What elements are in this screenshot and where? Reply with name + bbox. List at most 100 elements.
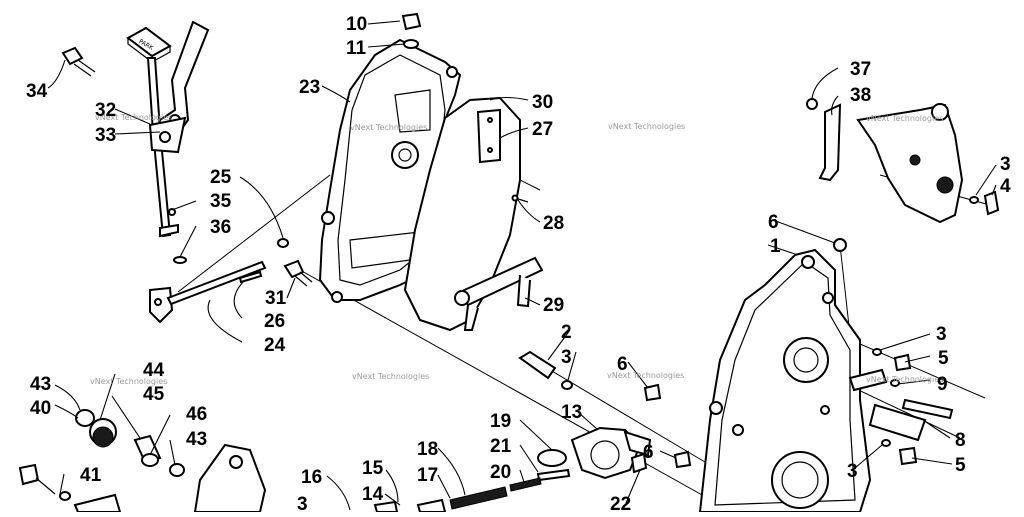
callout-43: 43: [30, 374, 51, 395]
case-hardware: [848, 348, 954, 466]
shaft-24: [166, 260, 267, 306]
callout-46: 46: [186, 404, 207, 425]
callout-6: 6: [617, 354, 628, 375]
callout-28: 28: [543, 213, 564, 234]
callout-24: 24: [264, 335, 286, 356]
callout-5: 5: [938, 348, 949, 369]
callout-38: 38: [850, 85, 871, 106]
pin-21: [536, 468, 571, 482]
callout-37: 37: [850, 59, 871, 80]
nut-6-top: [833, 238, 847, 252]
center-lower-hardware: [449, 350, 692, 510]
callout-11: 11: [346, 38, 367, 59]
lower-left-hardware: [18, 409, 447, 513]
callout-18: 18: [417, 439, 438, 460]
callout-36: 36: [210, 217, 231, 238]
callout-26: 26: [264, 311, 285, 332]
shaft-flange: [149, 286, 174, 324]
key-22: [630, 452, 648, 474]
callout-3: 3: [297, 494, 308, 512]
watermark-text: vNext Technologies: [608, 122, 685, 131]
callout-17: 17: [417, 465, 438, 486]
callout-20: 20: [490, 462, 511, 483]
screw-28: [511, 194, 519, 202]
watermark-text: vNext Technologies: [350, 123, 427, 132]
watermark-text: vNext Technologies: [866, 375, 943, 384]
callout-21: 21: [490, 436, 512, 457]
leader-lines: [47, 20, 997, 511]
spring-20: [509, 477, 542, 492]
callout-29: 29: [543, 295, 564, 316]
callout-6: 6: [643, 442, 654, 463]
case-body: [698, 248, 872, 513]
callout-30: 30: [532, 92, 553, 113]
callout-8: 8: [955, 430, 966, 451]
callout-labels: 1 2 3 3 3 3 3 4 5 5 6 6 6 8 9 10 11 13 1…: [26, 14, 1011, 515]
washer-25: [277, 238, 289, 248]
nut-6-low: [673, 450, 692, 469]
seal-19: [537, 449, 567, 467]
bolt-8: [901, 398, 954, 420]
callout-3: 3: [1000, 154, 1011, 175]
shaft-assembly: [149, 238, 313, 324]
plate-27: [476, 108, 501, 164]
callout-31: 31: [265, 288, 287, 309]
callout-3: 3: [936, 324, 947, 345]
nut-6-mid: [643, 383, 662, 402]
callout-5: 5: [955, 455, 966, 476]
gear-case-1: [698, 238, 872, 513]
callout-41: 41: [80, 465, 102, 486]
pin-26: [238, 270, 263, 284]
callout-13: 13: [561, 402, 582, 423]
pin-9: [848, 368, 888, 392]
washer-40: [75, 409, 95, 427]
arm-part: [193, 443, 267, 513]
spring-18: [449, 486, 508, 510]
callout-9: 9: [937, 374, 948, 395]
callout-16: 16: [301, 467, 322, 488]
brake-lever-assembly: PARK: [61, 20, 210, 264]
callout-6: 6: [768, 212, 779, 233]
callout-44: 44: [143, 360, 165, 381]
callout-23: 23: [299, 77, 320, 98]
callout-27: 27: [532, 119, 553, 140]
gasket-assembly: [403, 96, 529, 332]
callout-32: 32: [95, 100, 116, 121]
plug-10: [401, 12, 422, 31]
callout-3: 3: [847, 461, 858, 482]
bolt-34: [61, 46, 84, 66]
callout-25: 25: [210, 167, 232, 188]
watermark-text: vNext Technologies: [352, 372, 429, 381]
callout-35: 35: [210, 191, 232, 212]
watermark-text: vNext Technologies: [90, 377, 167, 386]
callout-45: 45: [143, 384, 165, 405]
o-ring-11: [403, 39, 419, 49]
callout-22: 22: [610, 494, 631, 512]
callout-3: 3: [561, 347, 572, 368]
callout-43: 43: [186, 429, 207, 450]
bracket-38: [818, 103, 842, 182]
washer-46: [169, 463, 185, 477]
callout-19: 19: [490, 411, 511, 432]
callout-1: 1: [770, 236, 781, 257]
callout-14: 14: [362, 484, 384, 505]
watermark-text: vNext Technologies: [95, 113, 172, 122]
tensioner-29: [454, 256, 544, 331]
callout-2: 2: [561, 322, 572, 343]
callout-4: 4: [1000, 176, 1011, 197]
watermark-text: vNext Technologies: [607, 371, 684, 380]
bolt-31: [283, 259, 305, 279]
bolt-41: [18, 463, 40, 486]
watermarks: vNext Technologies vNext Technologies vN…: [90, 113, 943, 386]
stud-2: [518, 350, 557, 380]
bolt-4: [983, 190, 1000, 216]
callout-33: 33: [95, 125, 116, 146]
upper-right-bracket: [806, 98, 1000, 224]
callout-10: 10: [346, 14, 367, 35]
callout-34: 34: [26, 81, 48, 102]
nut-37: [806, 98, 818, 110]
watermark-text: vNext Technologies: [866, 114, 943, 123]
callout-40: 40: [30, 398, 51, 419]
